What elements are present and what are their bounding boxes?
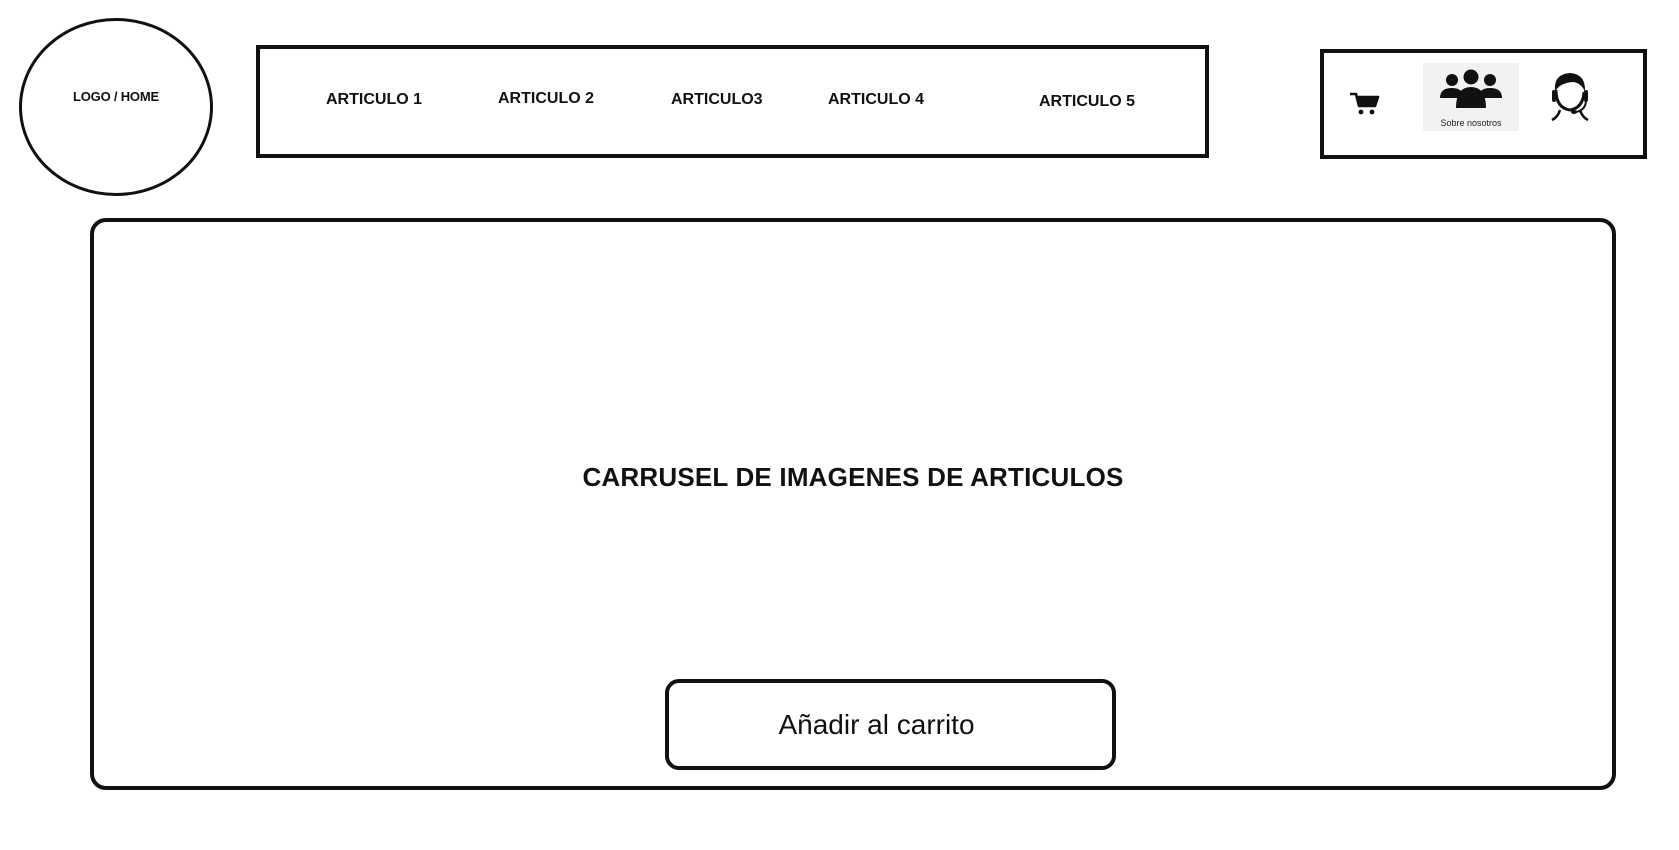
about-us-button[interactable]: Sobre nosotros: [1423, 63, 1519, 131]
cart-button[interactable]: [1349, 90, 1381, 120]
group-icon: [1440, 69, 1502, 108]
nav-item-articulo-2[interactable]: ARTICULO 2: [498, 90, 594, 107]
shopping-cart-icon: [1350, 92, 1380, 115]
support-button[interactable]: [1546, 70, 1592, 122]
logo-home-link[interactable]: LOGO / HOME: [19, 18, 213, 196]
nav-item-articulo-1[interactable]: ARTICULO 1: [326, 91, 422, 108]
article-nav: ARTICULO 1 ARTICULO 2 ARTICULO3 ARTICULO…: [256, 45, 1209, 158]
about-us-label: Sobre nosotros: [1440, 118, 1502, 128]
header-tools: Sobre nosotros: [1320, 49, 1647, 159]
add-to-cart-button[interactable]: Añadir al carrito: [665, 679, 1116, 770]
logo-label: LOGO / HOME: [73, 89, 159, 104]
carousel-title: CARRUSEL DE IMAGENES DE ARTICULOS: [582, 462, 1124, 492]
nav-item-articulo-5[interactable]: ARTICULO 5: [1039, 93, 1135, 110]
nav-item-articulo-3[interactable]: ARTICULO3: [671, 91, 763, 108]
headset-support-icon: [1551, 73, 1589, 122]
nav-item-articulo-4[interactable]: ARTICULO 4: [828, 91, 924, 108]
article-image-carousel[interactable]: CARRUSEL DE IMAGENES DE ARTICULOS Añadir…: [90, 218, 1616, 790]
